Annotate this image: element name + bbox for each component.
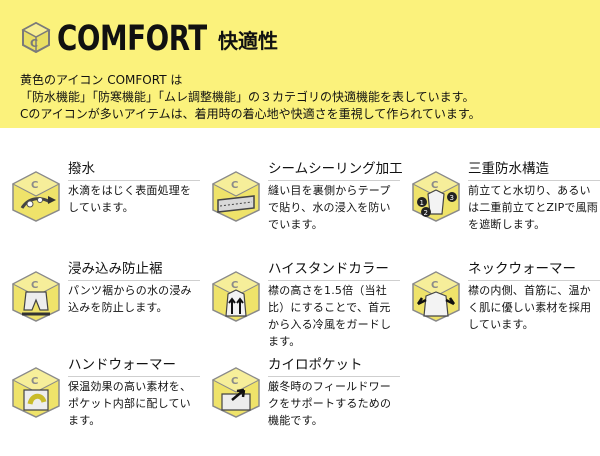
svg-text:C: C [431, 280, 438, 291]
feature-description: パンツ裾からの水の浸み込みを防止します。 [68, 284, 192, 314]
svg-text:C: C [231, 376, 238, 387]
triple-waterproof-icon: C 1 2 3 [411, 171, 461, 222]
feature-description: 前立てと水切り、あるいは二重前立てとZIPで風雨を遮断します。 [468, 184, 599, 231]
feature-description: 水滴をはじく表面処理をしています。 [68, 184, 192, 214]
svg-text:C: C [231, 280, 238, 291]
feature-title: ハンドウォーマー [68, 357, 176, 373]
feature-high-collar: C ハイスタンドカラー 襟の高さを1.5倍（当社比）にすることで、首元から入る冷… [210, 260, 410, 360]
feature-title: 撥水 [68, 161, 95, 177]
heat-pack-pocket-icon: C [211, 367, 261, 418]
svg-text:C: C [31, 376, 38, 387]
high-collar-icon: C [211, 271, 261, 322]
feature-description: 厳冬時のフィールドワークをサポートするための機能です。 [268, 380, 392, 427]
divider [468, 280, 600, 281]
feature-description: 保温効果の高い素材を、ポケット内部に配しています。 [68, 380, 192, 427]
feature-title: 三重防水構造 [468, 161, 549, 177]
intro-line-1: 黄色のアイコン COMFORT は [20, 73, 183, 87]
feature-title: ハイスタンドカラー [268, 261, 389, 277]
header-banner: C COMFORT 快適性 黄色のアイコン COMFORT は 「防水機能」「防… [0, 0, 600, 128]
hem-guard-icon: C [11, 271, 61, 322]
svg-text:C: C [30, 37, 38, 50]
feature-hand-warmer: C ハンドウォーマー 保温効果の高い素材を、ポケット内部に配しています。 [10, 356, 210, 456]
svg-text:C: C [231, 180, 238, 191]
neck-warmer-icon: C [411, 271, 461, 322]
feature-description: 襟の内側、首筋に、温かく肌に優しい素材を採用しています。 [468, 284, 592, 331]
feature-description: 縫い目を裏側からテープで貼り、水の浸入を防いでいます。 [268, 184, 391, 231]
divider [68, 280, 200, 281]
feature-title: ネックウォーマー [468, 261, 576, 277]
divider [68, 180, 200, 181]
feature-heat-pack-pocket: C カイロポケット 厳冬時のフィールドワークをサポートするための機能です。 [210, 356, 410, 456]
divider [268, 280, 400, 281]
hand-warmer-icon: C [11, 367, 61, 418]
intro-line-2: 「防水機能」「防寒機能」「ムレ調整機能」の３カテゴリの快適機能を表しています。 [20, 90, 475, 104]
feature-title: 浸み込み防止裾 [68, 261, 163, 277]
feature-hem-guard: C 浸み込み防止裾 パンツ裾からの水の浸み込みを防止します。 [10, 260, 210, 360]
intro-line-3: Cのアイコンが多いアイテムは、着用時の着心地や快適さを重視して作られています。 [20, 107, 481, 121]
feature-title: カイロポケット [268, 357, 363, 373]
feature-seam-sealing: C シームシーリング加工 縫い目を裏側からテープで貼り、水の浸入を防いでいます。 [210, 160, 410, 260]
comfort-cube-icon: C [21, 21, 51, 53]
svg-text:2: 2 [424, 209, 428, 217]
water-repellent-icon: C [11, 171, 61, 222]
brand-title: COMFORT [57, 19, 207, 59]
svg-text:C: C [31, 180, 38, 191]
feature-triple-waterproof: C 1 2 3 三重防水構造 前立てと水切り、あるいは二重前立てとZIPで風雨を… [410, 160, 600, 260]
svg-text:3: 3 [450, 194, 454, 202]
feature-water-repellent: C 撥水 水滴をはじく表面処理をしています。 [10, 160, 210, 260]
divider [268, 376, 400, 377]
seam-sealing-icon: C [211, 171, 261, 222]
feature-neck-warmer: C ネックウォーマー 襟の内側、首筋に、温かく肌に優しい素材を採用しています。 [410, 260, 600, 360]
svg-text:C: C [31, 280, 38, 291]
feature-description: 襟の高さを1.5倍（当社比）にすることで、首元から入る冷風をガードします。 [268, 284, 392, 348]
divider [268, 180, 400, 181]
feature-title: シームシーリング加工 [268, 161, 403, 177]
svg-text:C: C [431, 180, 438, 191]
svg-text:1: 1 [420, 199, 424, 207]
divider [468, 180, 600, 181]
section-title: 快適性 [218, 29, 278, 53]
divider [68, 376, 200, 377]
